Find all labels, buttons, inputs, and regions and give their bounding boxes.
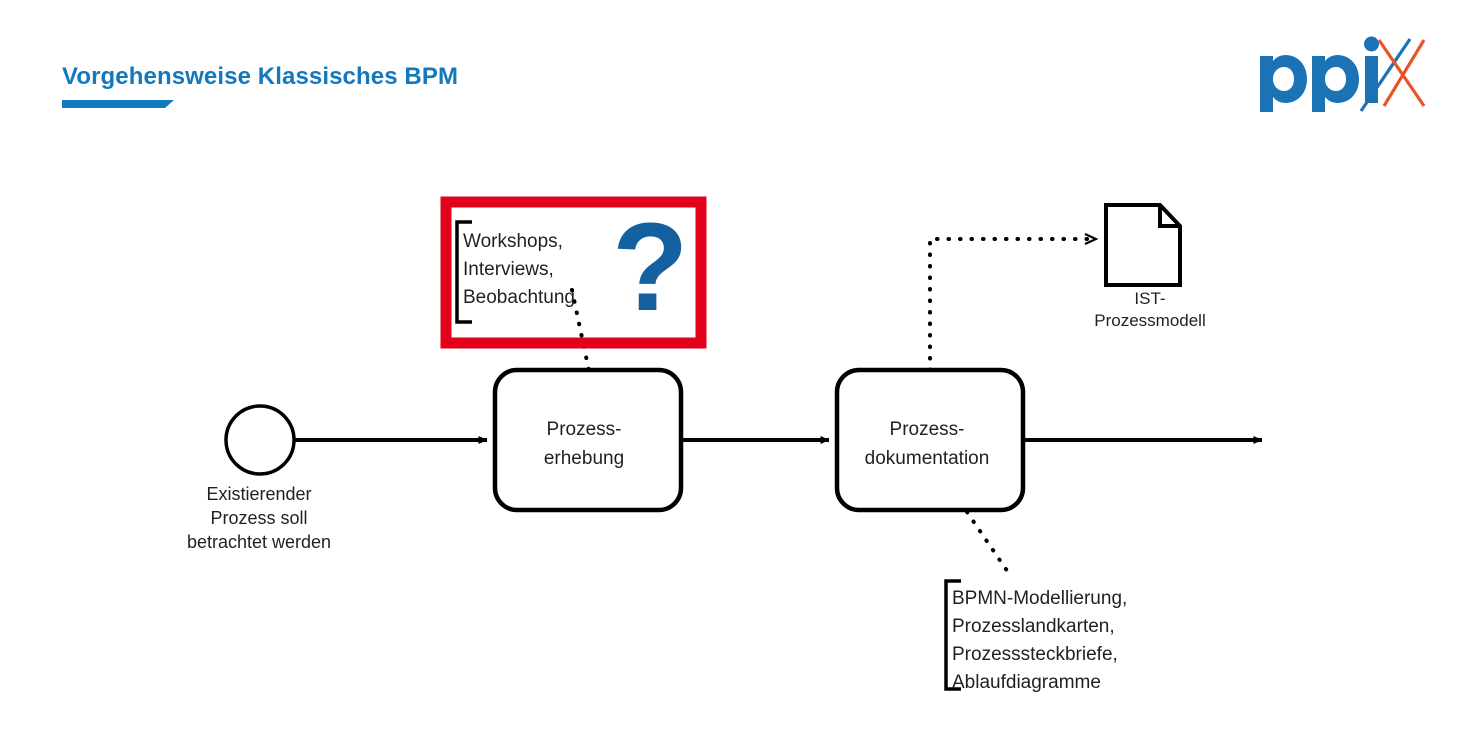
annotation2-bracket-icon (944, 579, 961, 691)
question-mark-icon: ? (612, 198, 689, 337)
title-underline-accent (62, 100, 174, 108)
logo-wordmark-icon (1260, 36, 1379, 112)
logo-x-orange-icon (1377, 39, 1426, 107)
logo-x-blue-icon (1359, 38, 1412, 112)
ist-prozessmodell-label: IST- Prozessmodell (1094, 289, 1206, 330)
start-event-circle (224, 404, 296, 476)
association-task2-to-annotation2 (965, 510, 1014, 580)
ist-prozessmodell-document-icon (1104, 203, 1182, 287)
task-prozessdokumentation-label: Prozess- dokumentation (864, 419, 990, 469)
association-annotation1-to-task1 (570, 288, 591, 373)
page-title: Vorgehensweise Klassisches BPM (62, 63, 459, 90)
annotation1-bracket-icon (455, 220, 472, 324)
annotation-erhebung-text: Workshops, Interviews, Beobachtung (463, 231, 575, 308)
ppi-logo (1258, 34, 1426, 114)
annotation-dokumentation-text: BPMN-Modellierung, Prozesslandkarten, Pr… (952, 588, 1128, 693)
logo-x-orange2-icon (1382, 39, 1426, 107)
association-task2-to-document (928, 239, 1098, 372)
annotation-highlight-box (440, 196, 707, 349)
start-event-label: Existierender Prozess soll betrachtet we… (186, 484, 332, 552)
task-prozesserhebung-label: Prozess- erhebung (543, 419, 625, 469)
